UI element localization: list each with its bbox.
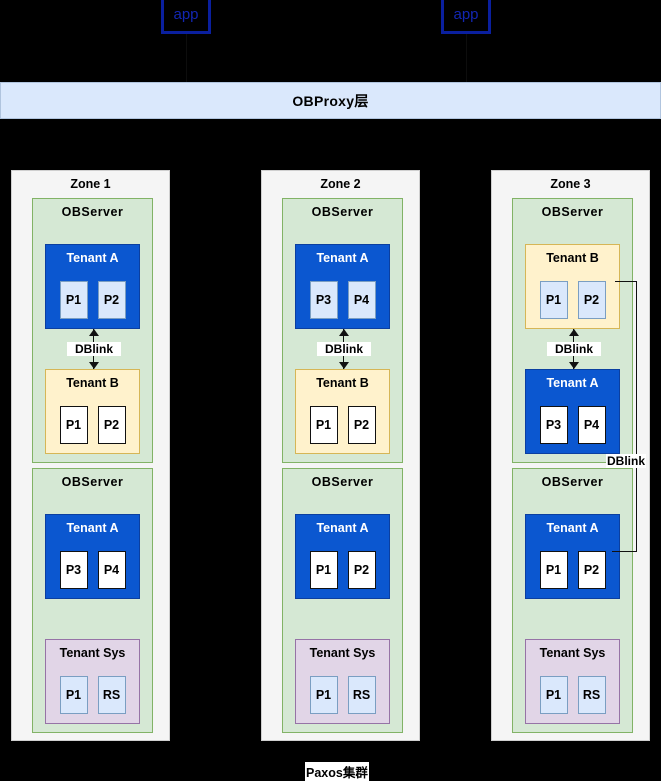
tenant-name: Tenant Sys (59, 646, 126, 660)
partition-chip[interactable]: P1 (539, 551, 568, 589)
partition-chip[interactable]: P2 (577, 281, 606, 319)
partition-chip[interactable]: P1 (539, 676, 568, 714)
dblink-label: DBlink (67, 342, 121, 356)
paxos-cluster-label: Paxos集群 (305, 762, 369, 781)
observer-title: OBServer (61, 475, 124, 489)
dblink-arrow-down-icon (89, 362, 99, 369)
app-box-left[interactable]: app (161, 0, 211, 34)
tenant-name: Tenant A (546, 376, 599, 390)
dblink-label: DBlink (317, 342, 371, 356)
partition-chip[interactable]: RS (97, 676, 126, 714)
app-label: app (173, 5, 199, 23)
dblink-arrow-down-icon (569, 362, 579, 369)
app-label: app (453, 5, 479, 23)
observer-title: OBServer (541, 475, 604, 489)
partition-chip[interactable]: P1 (309, 406, 338, 444)
partition-chip[interactable]: P2 (97, 281, 126, 319)
partition-chip[interactable]: P2 (577, 551, 606, 589)
partition-chip[interactable]: RS (577, 676, 606, 714)
zone3-dblink-vertical-segment (636, 281, 637, 552)
partition-chip[interactable]: P3 (309, 281, 338, 319)
tenant-name: Tenant A (316, 251, 369, 265)
dblink-arrow-up-icon (89, 329, 99, 336)
tenant-name: Tenant B (66, 376, 119, 390)
partition-chip[interactable]: P1 (539, 281, 568, 319)
tenant-name: Tenant Sys (539, 646, 606, 660)
observer-title: OBServer (61, 205, 124, 219)
tenant-name: Tenant Sys (309, 646, 376, 660)
dblink-arrow-up-icon (569, 329, 579, 336)
partition-chip[interactable]: P1 (309, 551, 338, 589)
connector-app-right-to-proxy (466, 34, 467, 82)
observer-title: OBServer (311, 205, 374, 219)
partition-chip[interactable]: P4 (347, 281, 376, 319)
dblink-arrow-down-icon (339, 362, 349, 369)
connector-app-left-to-proxy (186, 34, 187, 82)
partition-chip[interactable]: RS (347, 676, 376, 714)
zone-title: Zone 3 (550, 177, 591, 191)
app-box-right[interactable]: app (441, 0, 491, 34)
obproxy-layer[interactable]: OBProxy层 (0, 82, 661, 119)
observer-title: OBServer (541, 205, 604, 219)
zone3-dblink-top-segment (615, 281, 637, 282)
tenant-name: Tenant A (316, 521, 369, 535)
zone-title: Zone 1 (70, 177, 111, 191)
partition-chip[interactable]: P3 (59, 551, 88, 589)
zone-title: Zone 2 (320, 177, 361, 191)
zone3-dblink-label: DBlink (606, 454, 647, 468)
partition-chip[interactable]: P3 (539, 406, 568, 444)
tenant-name: Tenant A (66, 521, 119, 535)
obproxy-label: OBProxy层 (292, 92, 369, 109)
partition-chip[interactable]: P2 (347, 551, 376, 589)
partition-chip[interactable]: P4 (97, 551, 126, 589)
tenant-name: Tenant A (66, 251, 119, 265)
partition-chip[interactable]: P1 (59, 281, 88, 319)
zone3-dblink-bottom-segment (612, 551, 637, 552)
partition-chip[interactable]: P2 (97, 406, 126, 444)
dblink-arrow-up-icon (339, 329, 349, 336)
tenant-name: Tenant B (316, 376, 369, 390)
dblink-label: DBlink (547, 342, 601, 356)
tenant-name: Tenant A (546, 521, 599, 535)
observer-title: OBServer (311, 475, 374, 489)
partition-chip[interactable]: P1 (309, 676, 338, 714)
partition-chip[interactable]: P1 (59, 406, 88, 444)
partition-chip[interactable]: P1 (59, 676, 88, 714)
partition-chip[interactable]: P4 (577, 406, 606, 444)
tenant-name: Tenant B (546, 251, 599, 265)
partition-chip[interactable]: P2 (347, 406, 376, 444)
